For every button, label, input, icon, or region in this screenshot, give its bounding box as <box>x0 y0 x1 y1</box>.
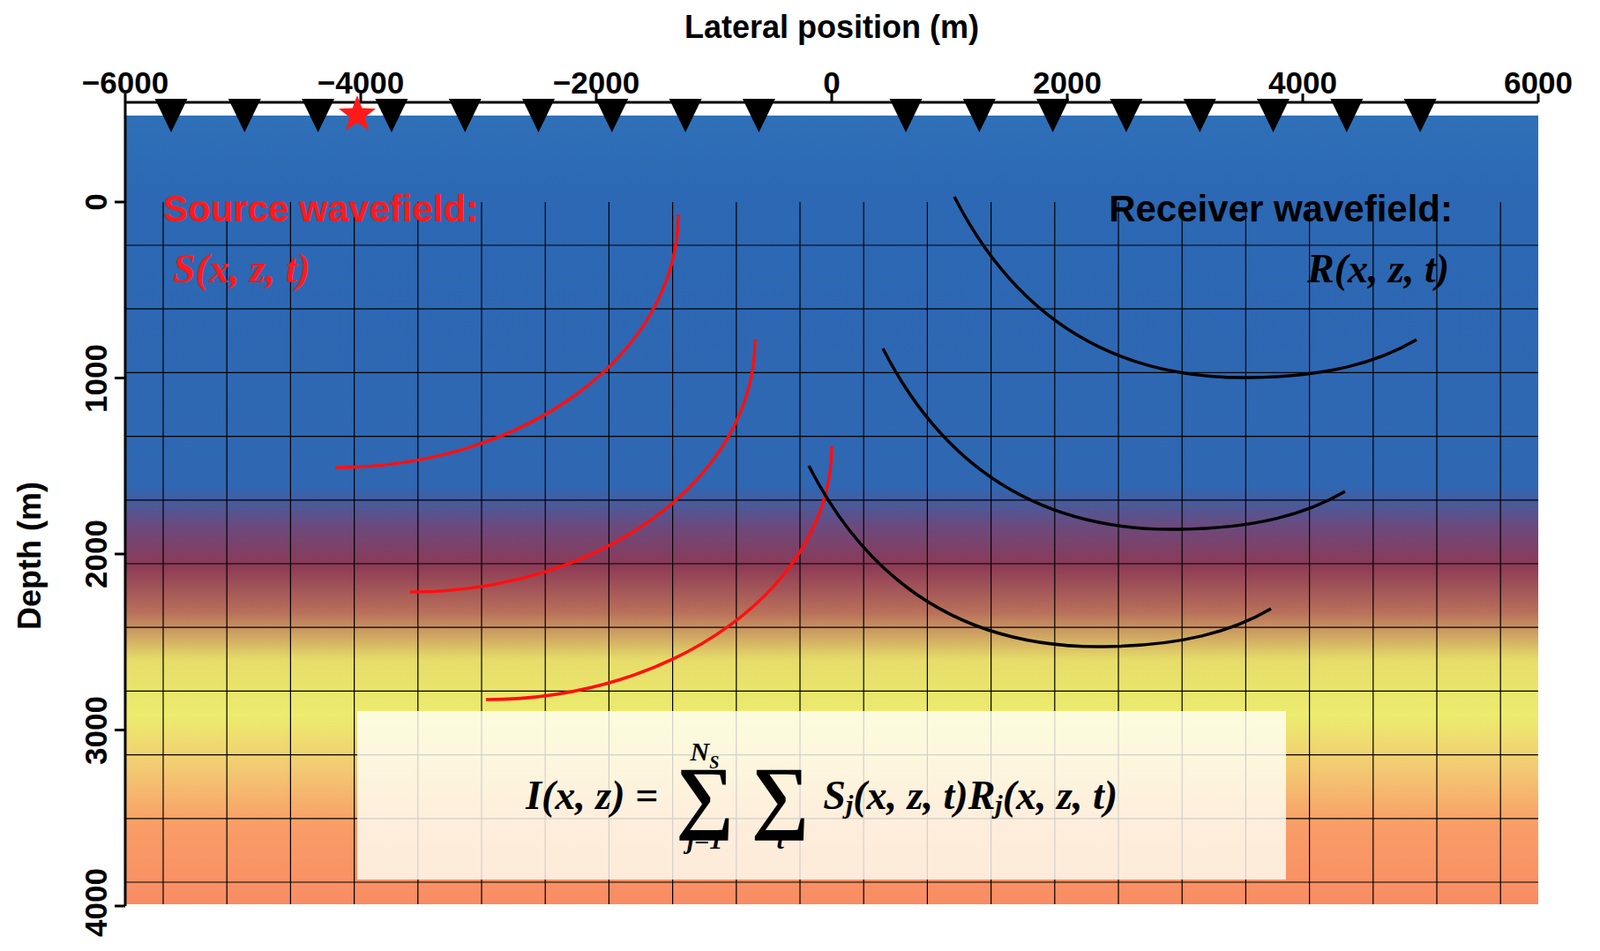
subscript: j <box>845 791 853 818</box>
source-star <box>338 95 376 131</box>
axis-ticks <box>114 93 1539 906</box>
wavefield-heading: Receiver wavefield: <box>1108 190 1453 228</box>
tick-mark <box>114 376 126 380</box>
receiver-symbol <box>669 98 703 133</box>
wavefield-symbol: S(x, z, t) <box>172 248 311 290</box>
grid-line <box>125 690 1539 692</box>
tick-label: 4000 <box>1268 67 1338 98</box>
receiver-symbol <box>448 98 482 133</box>
tick-label: −4000 <box>317 67 404 98</box>
tick-label: 0 <box>80 193 112 210</box>
formula-text: t <box>776 826 784 853</box>
tick-label: 6000 <box>1503 67 1573 98</box>
formula-part: NS∑j=1 <box>672 734 738 857</box>
grid-line <box>125 562 1539 564</box>
tick-label: 0 <box>822 67 840 98</box>
velocity-model <box>125 115 1539 905</box>
summation: ∑t <box>751 734 810 857</box>
receiver-symbol <box>301 98 335 133</box>
source-wavefronts <box>335 214 832 700</box>
tick-label: −2000 <box>553 67 640 98</box>
receiver-symbol <box>742 98 776 133</box>
sum-sign: ∑ <box>675 755 734 837</box>
grid-line <box>125 435 1539 437</box>
receiver-symbol <box>522 98 555 133</box>
limit-row: t <box>776 826 784 857</box>
formula-text: R <box>968 775 996 816</box>
grid-line <box>125 881 1539 883</box>
tick-mark <box>114 904 126 908</box>
tick-label: −6000 <box>82 67 169 98</box>
tick-label: 1000 <box>80 343 112 413</box>
receiver-symbol <box>1109 98 1143 133</box>
tick-mark <box>114 728 126 732</box>
formula-part: Sj(x, z, t)Rj(x, z, t) <box>822 775 1118 816</box>
wavefield-heading: Source wavefield: <box>163 190 479 228</box>
subscript: j <box>994 791 1002 818</box>
formula-text: (x, z, t) <box>1002 775 1118 816</box>
receiver-symbol <box>1183 98 1217 133</box>
summation: NS∑j=1 <box>675 734 734 857</box>
formula-text: I(x, z) = <box>525 775 658 816</box>
receiver-symbol <box>1330 98 1363 133</box>
receiver-symbol <box>228 98 262 133</box>
grid-line <box>125 627 1539 629</box>
receiver-symbol <box>374 98 408 133</box>
grid-line <box>353 201 355 905</box>
grid-line <box>1372 201 1374 905</box>
grid <box>125 201 1539 905</box>
grid-line <box>226 201 228 905</box>
receiver-symbol <box>1404 98 1437 133</box>
formula-part: ∑t <box>747 734 814 857</box>
formula-box: I(x, z) =NS∑j=1∑tSj(x, z, t)Rj(x, z, t) <box>357 710 1286 880</box>
receiver-symbol <box>889 98 923 133</box>
receiver-symbol <box>1036 98 1070 133</box>
grid-line <box>125 308 1539 310</box>
formula-text: j=1 <box>687 826 723 853</box>
tick-label: 2000 <box>80 519 112 589</box>
axis-title: Lateral position (m) <box>684 11 980 44</box>
tick-mark <box>114 201 126 204</box>
limit-row: j=1 <box>687 826 723 857</box>
sum-sign-row: ∑ <box>675 764 734 827</box>
tick-label: 2000 <box>1032 67 1102 98</box>
formula-text: (x, z, t) <box>852 775 968 816</box>
sum-sign: ∑ <box>751 755 810 837</box>
receiver-symbol <box>155 98 188 133</box>
y-axis <box>124 102 128 906</box>
grid-line <box>1500 201 1502 905</box>
formula-part: I(x, z) = <box>525 775 662 816</box>
receiver-symbol <box>963 98 996 133</box>
sum-sign-row: ∑ <box>751 764 810 827</box>
receiver-symbol <box>1256 98 1290 133</box>
tick-mark <box>114 553 126 556</box>
wavefield-symbol: R(x, z, t) <box>1307 248 1450 290</box>
tick-label: 3000 <box>80 695 112 765</box>
grid-line <box>290 201 292 905</box>
grid-line <box>125 244 1539 246</box>
axis-title: Depth (m) <box>14 481 46 630</box>
grid-line <box>1308 201 1310 905</box>
grid-line <box>162 201 164 905</box>
tick-label: 4000 <box>80 867 112 937</box>
grid-line <box>1435 201 1437 905</box>
formula-text: S <box>822 775 846 816</box>
receiver-symbol <box>595 98 629 133</box>
